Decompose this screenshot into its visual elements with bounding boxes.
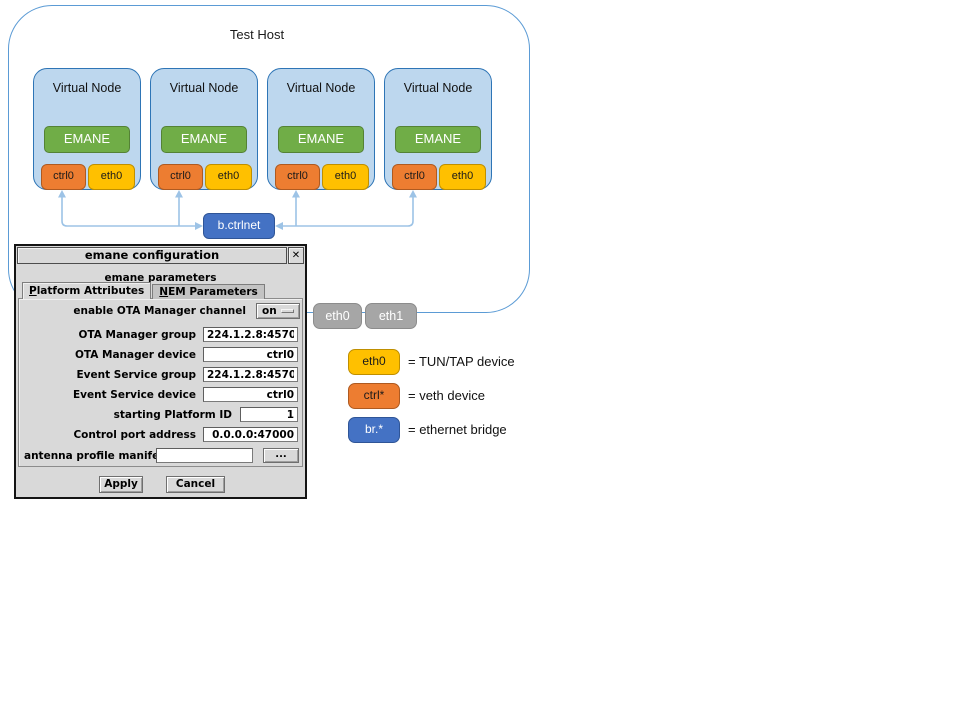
field-label: enable OTA Manager channel — [73, 303, 246, 319]
tab-nem-parameters[interactable]: NEM Parameters — [152, 284, 264, 299]
virtual-node-title: Virtual Node — [151, 81, 257, 95]
ctrl-interface: ctrl0 — [275, 164, 320, 190]
menu-indicator-icon — [281, 309, 294, 313]
field-label: Control port address — [73, 427, 196, 443]
cancel-button[interactable]: Cancel — [166, 476, 225, 493]
dialog-title: emane configuration — [17, 247, 287, 264]
field-row: OTA Manager group — [19, 327, 302, 343]
close-button[interactable]: ✕ — [288, 247, 304, 264]
eth-interface: eth0 — [205, 164, 252, 190]
emane-box: EMANE — [161, 126, 247, 153]
eth-interface: eth0 — [322, 164, 369, 190]
field-label: Event Service group — [77, 367, 197, 383]
ota-manager-group-input[interactable] — [203, 327, 298, 342]
ota-manager-device-input[interactable] — [203, 347, 298, 362]
test-host-title: Test Host — [0, 27, 517, 42]
legend-item-veth: ctrl* = veth device — [348, 383, 578, 409]
control-bridge: b.ctrlnet — [203, 213, 275, 239]
host-interface-eth1: eth1 — [365, 303, 417, 329]
emane-config-dialog: emane configuration ✕ emane parameters P… — [14, 244, 307, 499]
field-row: Event Service group — [19, 367, 302, 383]
tab-bar: Platform Attributes NEM Parameters — [22, 282, 266, 299]
field-label: OTA Manager device — [75, 347, 196, 363]
field-row: OTA Manager device — [19, 347, 302, 363]
close-icon: ✕ — [292, 250, 300, 261]
legend-swatch-eth: eth0 — [348, 349, 400, 375]
legend-desc: = veth device — [408, 383, 485, 409]
control-port-address-input[interactable] — [203, 427, 298, 442]
platform-attributes-panel: enable OTA Manager channel on OTA Manage… — [18, 298, 303, 467]
starting-platform-id-input[interactable] — [240, 407, 298, 422]
emane-box: EMANE — [278, 126, 364, 153]
virtual-node-title: Virtual Node — [385, 81, 491, 95]
emane-box: EMANE — [44, 126, 130, 153]
dialog-titlebar[interactable]: emane configuration ✕ — [17, 247, 304, 264]
field-row: Control port address — [19, 427, 302, 443]
host-interface-eth0: eth0 — [313, 303, 362, 329]
virtual-node-2: Virtual Node EMANE ctrl0 eth0 — [150, 68, 258, 190]
virtual-node-title: Virtual Node — [34, 81, 140, 95]
field-row: antenna profile manifest URI ... — [19, 448, 302, 464]
legend-item-tuntap: eth0 = TUN/TAP device — [348, 349, 578, 375]
eth-interface: eth0 — [439, 164, 486, 190]
field-row: starting Platform ID — [19, 407, 302, 423]
apply-button[interactable]: Apply — [99, 476, 143, 493]
antenna-profile-uri-input[interactable] — [156, 448, 253, 463]
virtual-node-title: Virtual Node — [268, 81, 374, 95]
legend-desc: = ethernet bridge — [408, 417, 507, 443]
field-row: enable OTA Manager channel on — [19, 303, 302, 319]
menubutton-value: on — [262, 305, 277, 317]
virtual-node-1: Virtual Node EMANE ctrl0 eth0 — [33, 68, 141, 190]
field-label: starting Platform ID — [114, 407, 232, 423]
virtual-node-3: Virtual Node EMANE ctrl0 eth0 — [267, 68, 375, 190]
ctrl-interface: ctrl0 — [392, 164, 437, 190]
emane-box: EMANE — [395, 126, 481, 153]
field-label: OTA Manager group — [78, 327, 196, 343]
legend-swatch-ctrl: ctrl* — [348, 383, 400, 409]
ota-channel-menubutton[interactable]: on — [256, 303, 300, 319]
field-label: Event Service device — [73, 387, 196, 403]
browse-button[interactable]: ... — [263, 448, 299, 463]
event-service-group-input[interactable] — [203, 367, 298, 382]
legend-item-bridge: br.* = ethernet bridge — [348, 417, 578, 443]
virtual-node-4: Virtual Node EMANE ctrl0 eth0 — [384, 68, 492, 190]
legend-desc: = TUN/TAP device — [408, 349, 515, 375]
eth-interface: eth0 — [88, 164, 135, 190]
field-row: Event Service device — [19, 387, 302, 403]
ctrl-interface: ctrl0 — [158, 164, 203, 190]
event-service-device-input[interactable] — [203, 387, 298, 402]
ctrl-interface: ctrl0 — [41, 164, 86, 190]
legend-swatch-bridge: br.* — [348, 417, 400, 443]
tab-platform-attributes[interactable]: Platform Attributes — [22, 282, 151, 299]
